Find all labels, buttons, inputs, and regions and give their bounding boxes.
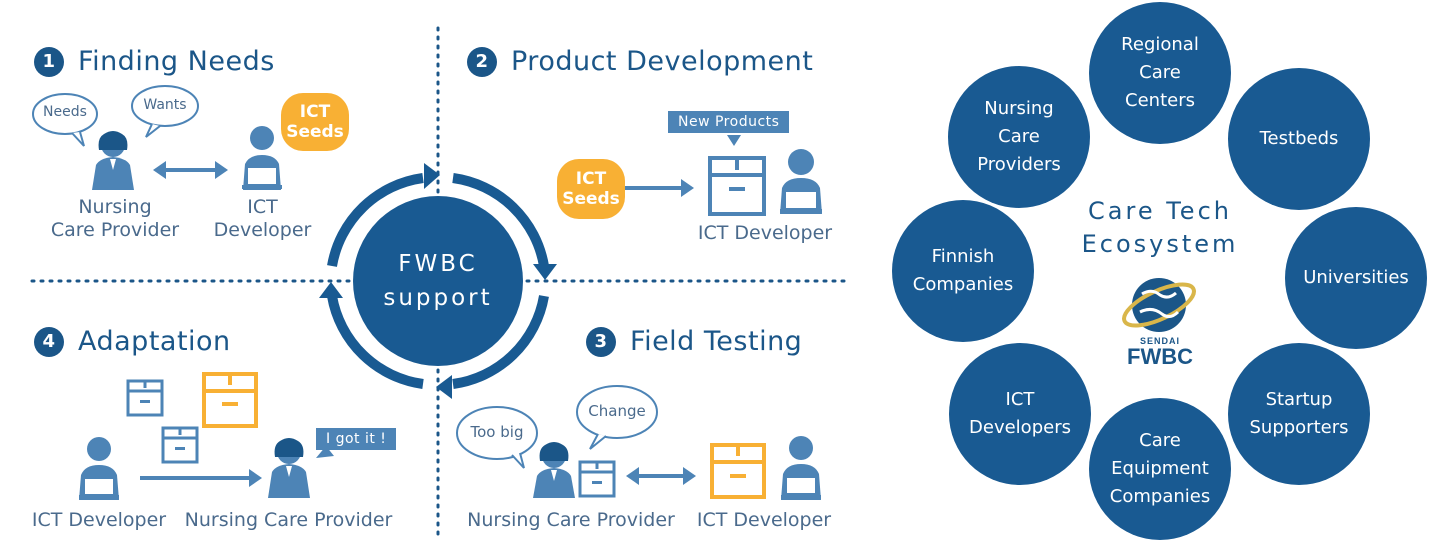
node-line: Supporters	[1249, 417, 1349, 438]
node-line: Companies	[1109, 486, 1211, 507]
developer-label: ICT Developer	[697, 222, 833, 244]
new-products-tag: New Products	[668, 111, 790, 133]
node-line: Nursing	[984, 98, 1054, 119]
care-provider-label: Nursing Care Provider	[467, 509, 675, 531]
developer-label: ICT Developer	[205, 196, 320, 242]
node-line: Care	[1139, 430, 1181, 451]
developer-person-icon	[79, 437, 119, 500]
hub-line-2: support	[383, 285, 493, 311]
care-provider-label: Nursing Care Provider	[184, 509, 393, 531]
node-line: Developers	[969, 417, 1071, 438]
arrow-right	[622, 179, 694, 197]
node-line: ICT	[1005, 389, 1035, 410]
developer-person-icon	[780, 149, 822, 214]
step-number-badge: 1	[34, 46, 64, 77]
tag-pointer	[316, 446, 334, 458]
speech-bubble-icon	[32, 93, 98, 147]
ict-seeds-cloud: ICT Seeds	[557, 159, 625, 219]
label-line-2: Developer	[213, 219, 312, 241]
node-line: Finnish	[931, 246, 995, 267]
node-line: Testbeds	[1259, 128, 1339, 149]
step-title: Finding Needs	[78, 46, 275, 77]
arrow-right	[140, 469, 262, 487]
node-line: Startup	[1265, 389, 1333, 410]
step-number-badge: 4	[34, 326, 64, 357]
box-icon	[161, 426, 199, 464]
fwbc-support-hub: FWBC support	[353, 196, 523, 366]
developer-person-icon	[781, 436, 821, 500]
node-line: Companies	[912, 274, 1014, 295]
developer-label: ICT Developer	[696, 509, 832, 531]
title-line-1: Care Tech	[1088, 197, 1232, 225]
tag-pointer	[727, 135, 741, 146]
care-provider-person-icon	[268, 438, 310, 498]
seeds-line-2: Seeds	[286, 122, 344, 142]
title-line-2: Ecosystem	[1081, 230, 1239, 258]
ict-seeds-cloud: ICT Seeds	[281, 93, 349, 151]
node-line: Providers	[977, 154, 1061, 175]
box-icon-highlighted	[202, 372, 258, 428]
step-1-header: 1 Finding Needs	[34, 46, 275, 77]
small-box-icon	[578, 460, 616, 498]
bubble-text-change: Change	[588, 402, 646, 420]
i-got-it-tag: I got it !	[316, 428, 397, 450]
double-arrow	[626, 467, 696, 485]
fwbc-logo-text: SENDAI FWBC	[1110, 336, 1210, 368]
double-arrow	[153, 161, 228, 179]
ecosystem-node-ict-developers: ICT Developers	[949, 343, 1091, 485]
care-provider-label: Nursing Care Provider	[40, 196, 190, 242]
step-number-badge: 2	[467, 46, 497, 77]
logo-line-1: SENDAI	[1139, 336, 1180, 346]
developer-label: ICT Developer	[31, 509, 167, 531]
node-line: Equipment	[1111, 458, 1209, 479]
label-line-1: Nursing	[78, 196, 152, 218]
cycle-arrowheads	[319, 163, 557, 399]
step-title: Product Development	[511, 46, 814, 77]
care-provider-person-icon	[92, 131, 134, 190]
label-line-1: ICT	[247, 196, 278, 218]
seeds-line-1: ICT	[299, 102, 331, 122]
speech-bubble-icon	[576, 385, 658, 450]
speech-bubble-icon	[456, 406, 538, 469]
hub-line-1: FWBC	[398, 251, 478, 277]
care-provider-person-icon	[533, 442, 575, 498]
ecosystem-node-universities: Universities	[1285, 207, 1427, 349]
speech-bubble-icon	[131, 85, 199, 138]
step-number-badge: 3	[586, 326, 616, 357]
seeds-line-2: Seeds	[562, 189, 620, 209]
step-4-header: 4 Adaptation	[34, 326, 231, 357]
bubble-text-wants: Wants	[143, 97, 187, 113]
bubble-text-needs: Needs	[43, 104, 87, 120]
ecosystem-title: Care Tech Ecosystem	[1070, 195, 1250, 261]
node-line: Centers	[1125, 90, 1195, 111]
ecosystem-node-testbeds: Testbeds	[1228, 68, 1370, 210]
product-box-icon	[708, 156, 766, 216]
step-3-header: 3 Field Testing	[586, 326, 802, 357]
step-title: Adaptation	[78, 326, 231, 357]
fwbc-globe-logo-icon	[1122, 278, 1196, 332]
seeds-line-1: ICT	[575, 169, 607, 189]
product-box-icon-highlighted	[710, 443, 766, 499]
step-title: Field Testing	[630, 326, 803, 357]
node-line: Regional	[1121, 34, 1199, 55]
box-icon	[126, 379, 164, 417]
label-line-2: Care Provider	[50, 219, 180, 241]
node-line: Universities	[1303, 267, 1409, 288]
step-2-header: 2 Product Development	[467, 46, 813, 77]
bubble-text-too-big: Too big	[470, 423, 524, 441]
node-line: Care	[998, 126, 1040, 147]
developer-person-icon	[242, 126, 282, 190]
cycle-arrows	[327, 173, 549, 389]
logo-line-2: FWBC	[1127, 344, 1193, 369]
node-line: Care	[1139, 62, 1181, 83]
